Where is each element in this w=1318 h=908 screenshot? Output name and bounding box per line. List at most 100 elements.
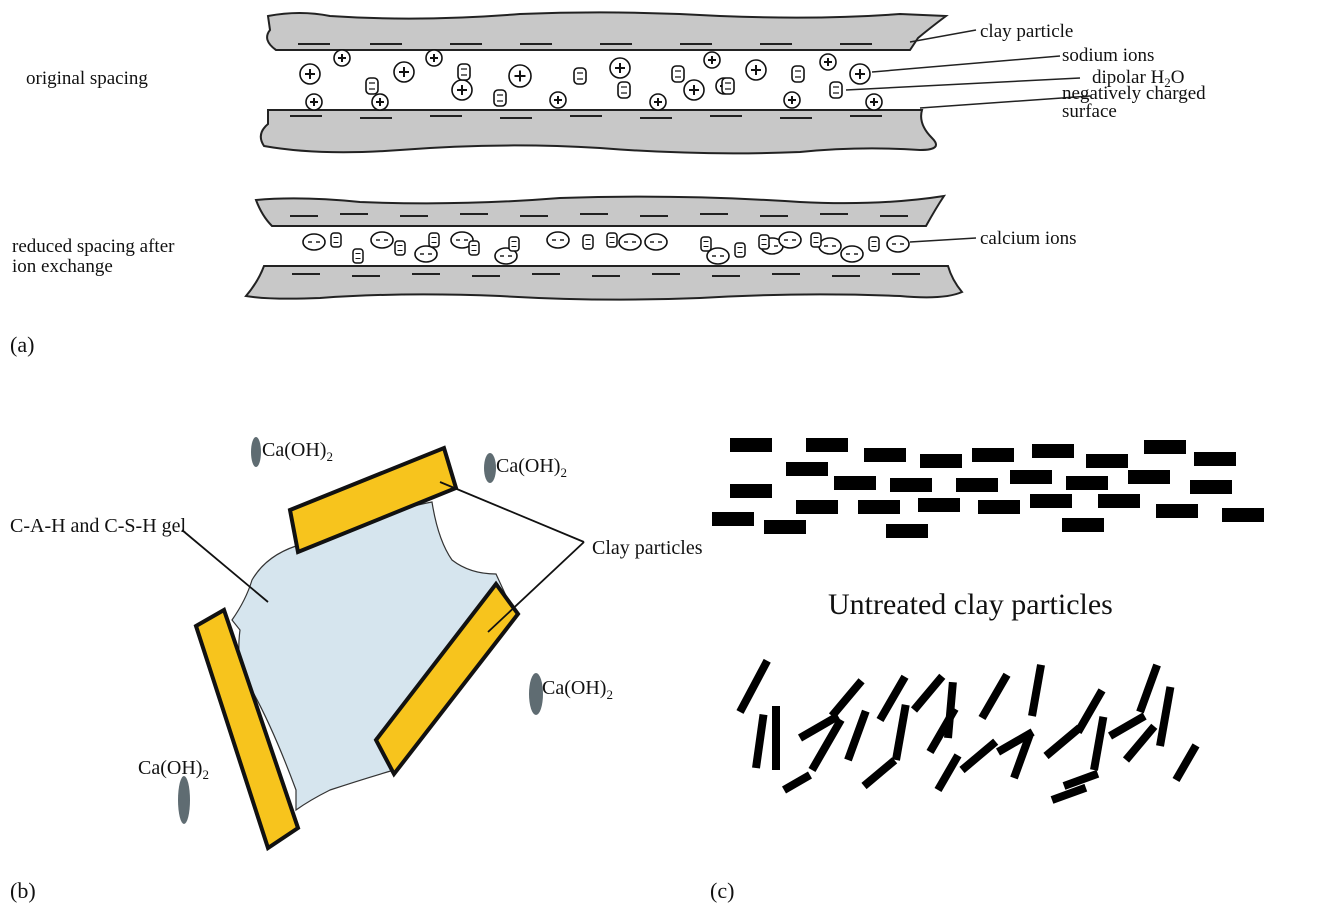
calcium-and-water-layer bbox=[303, 232, 909, 264]
water-dipole bbox=[672, 66, 684, 82]
clay-platelet-random bbox=[848, 711, 866, 760]
label-reduced-spacing-1: reduced spacing after bbox=[12, 236, 175, 257]
label-reduced-spacing-2: ion exchange bbox=[12, 256, 113, 277]
calcium-ion bbox=[619, 234, 641, 250]
clay-platelet bbox=[1128, 470, 1170, 484]
clay-platelet-random bbox=[982, 675, 1007, 718]
water-dipole bbox=[366, 78, 378, 94]
label-original-spacing: original spacing bbox=[26, 68, 148, 89]
label-surface: surface bbox=[1062, 101, 1117, 122]
calcium-ion bbox=[887, 236, 909, 252]
water-dipole bbox=[811, 233, 821, 247]
clay-platelet bbox=[1194, 452, 1236, 466]
clay-platelet bbox=[1144, 440, 1186, 454]
clay-platelet bbox=[858, 500, 900, 514]
calcium-ion bbox=[645, 234, 667, 250]
clay-platelet-random bbox=[756, 715, 764, 768]
caoh2-blob-1 bbox=[251, 437, 261, 467]
water-dipole bbox=[331, 233, 341, 247]
panel-label-a: (a) bbox=[10, 332, 34, 357]
caoh2-blob-2 bbox=[484, 453, 496, 483]
water-dipole bbox=[759, 235, 769, 249]
water-dipole bbox=[509, 237, 519, 251]
water-dipole bbox=[722, 78, 734, 94]
clay-platelet bbox=[806, 438, 848, 452]
clay-platelet bbox=[886, 524, 928, 538]
clay-platelet-random bbox=[784, 775, 810, 790]
water-dipole bbox=[618, 82, 630, 98]
clay-platelet bbox=[1010, 470, 1052, 484]
clay-platelet-random bbox=[914, 676, 942, 710]
water-dipole bbox=[494, 90, 506, 106]
calcium-ion bbox=[303, 234, 325, 250]
clay-platelet-random bbox=[1046, 728, 1080, 756]
calcium-ion bbox=[779, 232, 801, 248]
clay-platelet bbox=[730, 484, 772, 498]
clay-platelet bbox=[920, 454, 962, 468]
clay-platelet bbox=[890, 478, 932, 492]
panel-label-b: (b) bbox=[10, 878, 36, 903]
water-dipole bbox=[830, 82, 842, 98]
clay-platelet bbox=[786, 462, 828, 476]
label-calcium-ions: calcium ions bbox=[980, 228, 1077, 249]
clay-platelet bbox=[972, 448, 1014, 462]
clay-platelet bbox=[1030, 494, 1072, 508]
label-caoh2-2: Ca(OH)2 bbox=[496, 455, 567, 480]
clay-platelet bbox=[730, 438, 772, 452]
clay-platelet-random bbox=[1140, 665, 1157, 712]
water-dipole bbox=[458, 64, 470, 80]
untreated-clay-particles bbox=[712, 438, 1264, 538]
leader-gel bbox=[182, 530, 268, 602]
calcium-ion bbox=[547, 232, 569, 248]
water-dipole bbox=[735, 243, 745, 257]
water-dipole bbox=[869, 237, 879, 251]
caoh2-blob-4 bbox=[178, 776, 190, 824]
clay-platelet bbox=[918, 498, 960, 512]
clay-platelet-random bbox=[896, 705, 906, 760]
clay-platelet-random bbox=[962, 742, 996, 770]
water-dipole bbox=[353, 249, 363, 263]
water-dipole bbox=[607, 233, 617, 247]
panel-c: Untreated clay particles (c) bbox=[710, 438, 1264, 903]
clay-platelet bbox=[1086, 454, 1128, 468]
calcium-ion bbox=[819, 238, 841, 254]
panel-label-c: (c) bbox=[710, 878, 734, 903]
clay-platelet bbox=[1222, 508, 1264, 522]
water-dipole bbox=[469, 241, 479, 255]
clay-platelet-random bbox=[1052, 788, 1086, 800]
water-dipole bbox=[792, 66, 804, 82]
leader-sodium-ions bbox=[872, 56, 1060, 72]
water-dipole bbox=[701, 237, 711, 251]
clay-platelet bbox=[864, 448, 906, 462]
clay-platelet bbox=[712, 512, 754, 526]
leader-calcium-ions bbox=[910, 238, 976, 242]
clay-platelet-random bbox=[938, 755, 958, 790]
clay-platelet-random bbox=[1110, 716, 1145, 736]
calcium-ion bbox=[415, 246, 437, 262]
clay-platelet-random bbox=[948, 682, 953, 738]
clay-particle-top-2 bbox=[256, 196, 944, 226]
calcium-ion bbox=[841, 246, 863, 262]
clay-platelet-random bbox=[1176, 745, 1196, 780]
water-dipole bbox=[574, 68, 586, 84]
sodium-and-water-layer bbox=[300, 50, 882, 110]
clay-platelet-random bbox=[864, 760, 895, 786]
clay-platelet bbox=[1190, 480, 1232, 494]
clay-platelet-random bbox=[740, 661, 767, 712]
water-dipole bbox=[583, 235, 593, 249]
clay-platelet bbox=[1032, 444, 1074, 458]
clay-platelet-random bbox=[1032, 665, 1041, 716]
clay-platelet-random bbox=[1160, 687, 1170, 746]
clay-platelet bbox=[1062, 518, 1104, 532]
clay-platelet-random bbox=[1064, 774, 1098, 786]
water-dipole bbox=[395, 241, 405, 255]
label-caoh2-4: Ca(OH)2 bbox=[138, 757, 209, 782]
clay-platelet bbox=[1066, 476, 1108, 490]
clay-platelet bbox=[956, 478, 998, 492]
caoh2-blob-3 bbox=[529, 673, 543, 715]
clay-platelet bbox=[796, 500, 838, 514]
water-dipole bbox=[429, 233, 439, 247]
calcium-ion bbox=[371, 232, 393, 248]
